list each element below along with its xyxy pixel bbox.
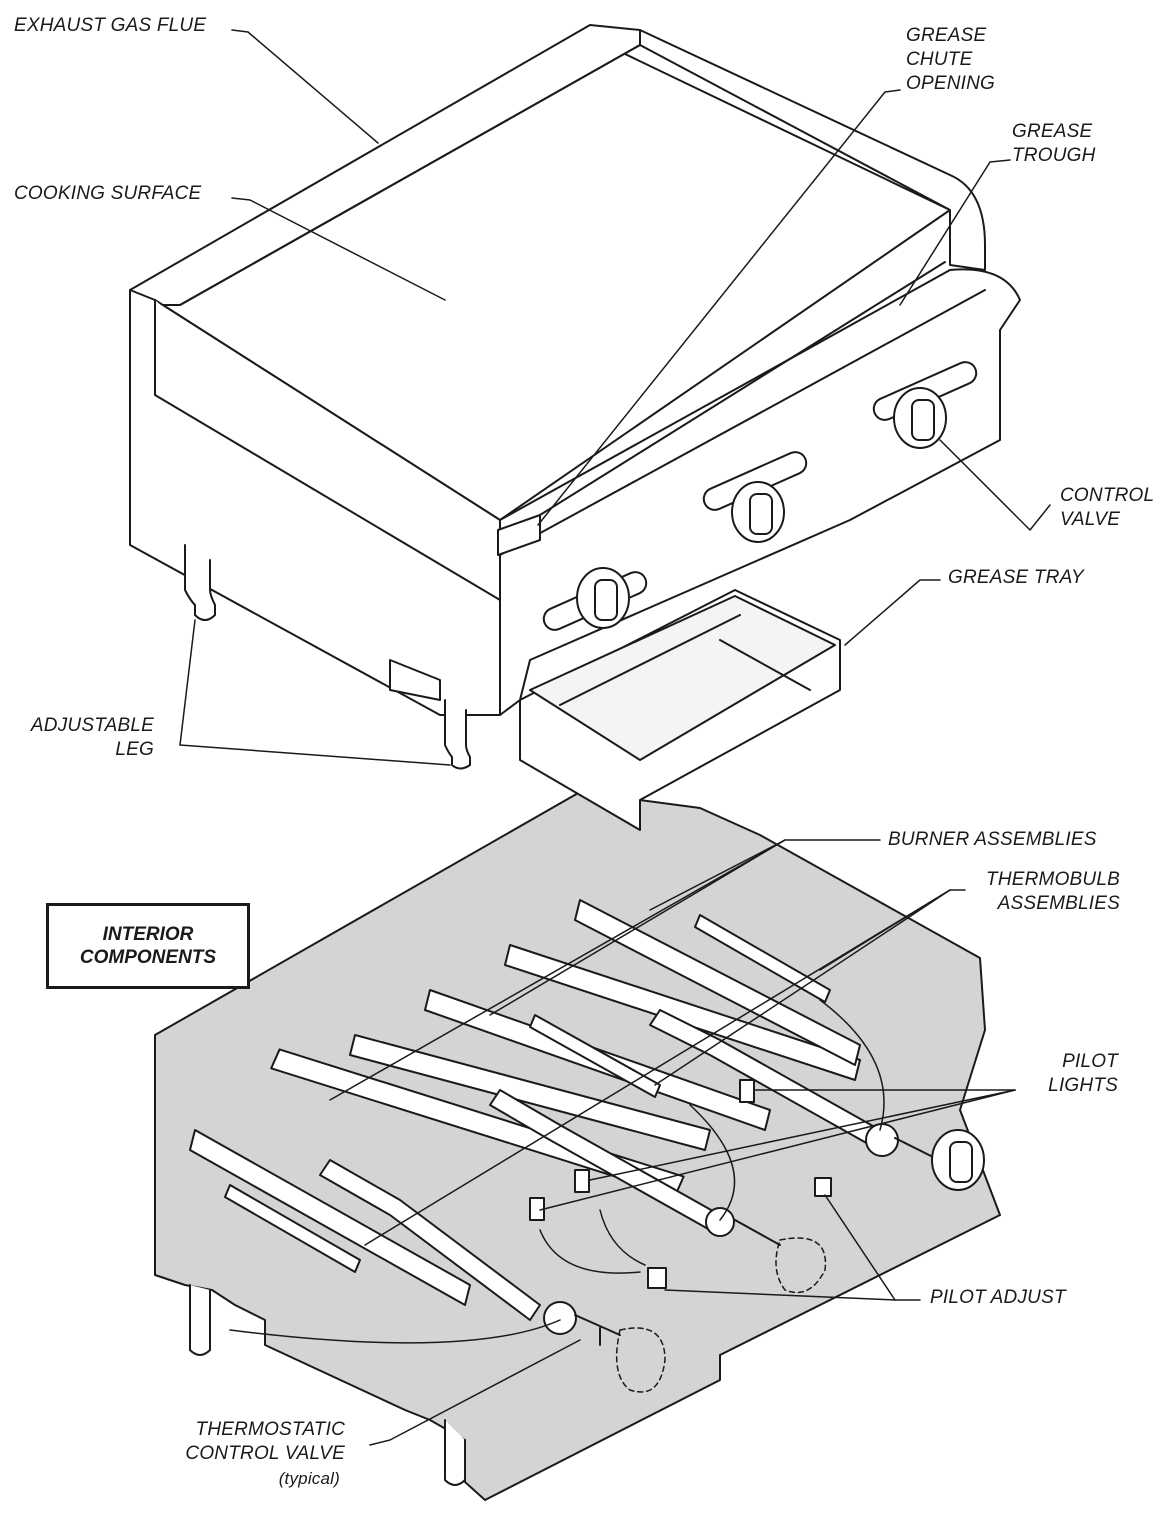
grease-trough-edge	[539, 261, 946, 516]
interior-components-box: INTERIOR COMPONENTS	[46, 903, 250, 989]
label-thermostatic-control-valve: THERMOSTATIC CONTROL VALVE	[185, 1419, 345, 1464]
pilot-adjust	[647, 1177, 832, 1289]
control-valve-knob	[576, 387, 947, 629]
thermobulb-assemblies	[224, 914, 831, 1273]
grease-chute	[497, 514, 541, 556]
label-grease-trough: GREASE TROUGH	[1012, 121, 1096, 166]
leader-lines	[179, 29, 1051, 1446]
label-pilot-lights: PILOT LIGHTS	[1048, 1051, 1118, 1096]
thermostatic-control-valve	[543, 1123, 985, 1346]
label-burner-assemblies: BURNER ASSEMBLIES	[888, 829, 1097, 850]
label-grease-chute-opening: GREASE CHUTE OPENING	[906, 25, 996, 94]
label-grease-tray: GREASE TRAY	[948, 567, 1084, 588]
label-control-valve: CONTROL VALVE	[1060, 485, 1155, 530]
interior-legs	[189, 1284, 466, 1486]
label-thermobulb-assemblies: THERMOBULB ASSEMBLIES	[986, 869, 1120, 914]
label-pilot-adjust: PILOT ADJUST	[930, 1287, 1066, 1308]
label-cooking-surface: COOKING SURFACE	[14, 183, 202, 204]
label-adjustable-leg: ADJUSTABLE LEG	[30, 715, 154, 760]
flame-outline	[615, 1237, 827, 1393]
adjustable-leg	[184, 544, 471, 770]
interior-components-title: INTERIOR COMPONENTS	[79, 924, 217, 968]
label-exhaust-gas-flue: EXHAUST GAS FLUE	[14, 15, 207, 36]
pilot-lights	[529, 1079, 755, 1221]
griddle-unit	[129, 24, 1021, 831]
label-typical: (typical)	[278, 1469, 340, 1488]
pilot-tubing	[229, 999, 885, 1344]
